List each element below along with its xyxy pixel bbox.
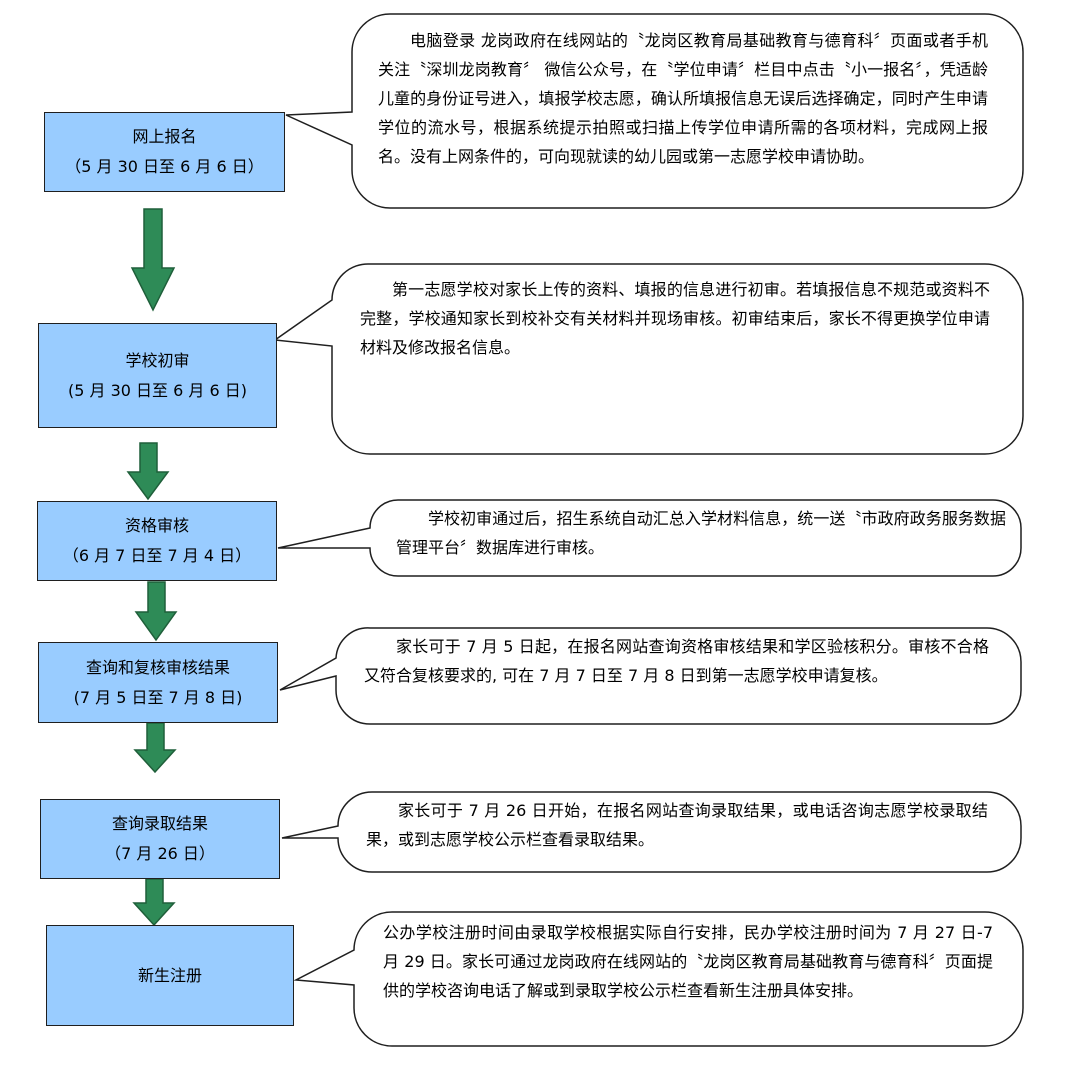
down-arrow-3 bbox=[134, 581, 178, 642]
callout-text-5: 家长可于 7 月 26 日开始，在报名网站查询录取结果，或电话咨询志愿学校录取结… bbox=[366, 801, 988, 849]
down-arrow-2 bbox=[126, 442, 170, 501]
step-date: (5 月 30 日至 6 月 6 日) bbox=[68, 380, 247, 400]
callout-bubble-3 bbox=[277, 499, 1022, 577]
callout-bubble-4 bbox=[279, 627, 1022, 725]
callout-text-4: 家长可于 7 月 5 日起，在报名网站查询资格审核结果和学区验核积分。审核不合格… bbox=[364, 637, 989, 685]
step-box-qualification-review: 资格审核 （6 月 7 日至 7 月 4 日） bbox=[37, 501, 277, 581]
callout-text-6: 公办学校注册时间由录取学校根据实际自行安排，民办学校注册时间为 7 月 27 日… bbox=[383, 923, 993, 1000]
step-box-online-registration: 网上报名 （5 月 30 日至 6 月 6 日） bbox=[44, 112, 285, 192]
step-title: 查询录取结果 bbox=[111, 814, 208, 833]
down-arrow-1 bbox=[130, 208, 176, 312]
step-date: （5 月 30 日至 6 月 6 日） bbox=[65, 157, 264, 176]
step-box-query-and-recheck: 查询和复核审核结果 (7 月 5 日至 7 月 8 日) bbox=[38, 642, 278, 723]
callout-text-2: 第一志愿学校对家长上传的资料、填报的信息进行初审。若填报信息不规范或资料不完整，… bbox=[360, 280, 990, 357]
down-arrow-5 bbox=[132, 878, 176, 927]
step-date: (7 月 5 日至 7 月 8 日) bbox=[73, 687, 243, 707]
callout-bubble-6 bbox=[293, 911, 1024, 1047]
step-box-new-student-registration: 新生注册 bbox=[46, 925, 294, 1026]
callout-bubble-1 bbox=[285, 13, 1024, 209]
step-title: 资格审核 bbox=[124, 516, 189, 535]
step-box-school-preliminary-review: 学校初审 (5 月 30 日至 6 月 6 日) bbox=[38, 323, 277, 428]
step-title: 网上报名 bbox=[132, 127, 197, 146]
step-title: 新生注册 bbox=[137, 965, 202, 985]
step-date: （7 月 26 日） bbox=[105, 844, 215, 863]
callout-bubble-5 bbox=[281, 791, 1022, 873]
down-arrow-4 bbox=[133, 722, 177, 774]
callout-text-3: 学校初审通过后，招生系统自动汇总入学材料信息，统一送〝市政府政务服务数据管理平台… bbox=[396, 509, 1006, 557]
callout-bubble-2 bbox=[272, 263, 1024, 455]
callout-text-1: 电脑登录 龙岗政府在线网站的〝龙岗区教育局基础教育与德育科〞页面或者手机关注〝深… bbox=[378, 31, 988, 166]
step-title: 学校初审 bbox=[125, 350, 190, 370]
step-date: （6 月 7 日至 7 月 4 日） bbox=[62, 546, 252, 565]
step-title: 查询和复核审核结果 bbox=[85, 657, 230, 677]
step-box-admission-results: 查询录取结果 （7 月 26 日） bbox=[40, 799, 280, 879]
